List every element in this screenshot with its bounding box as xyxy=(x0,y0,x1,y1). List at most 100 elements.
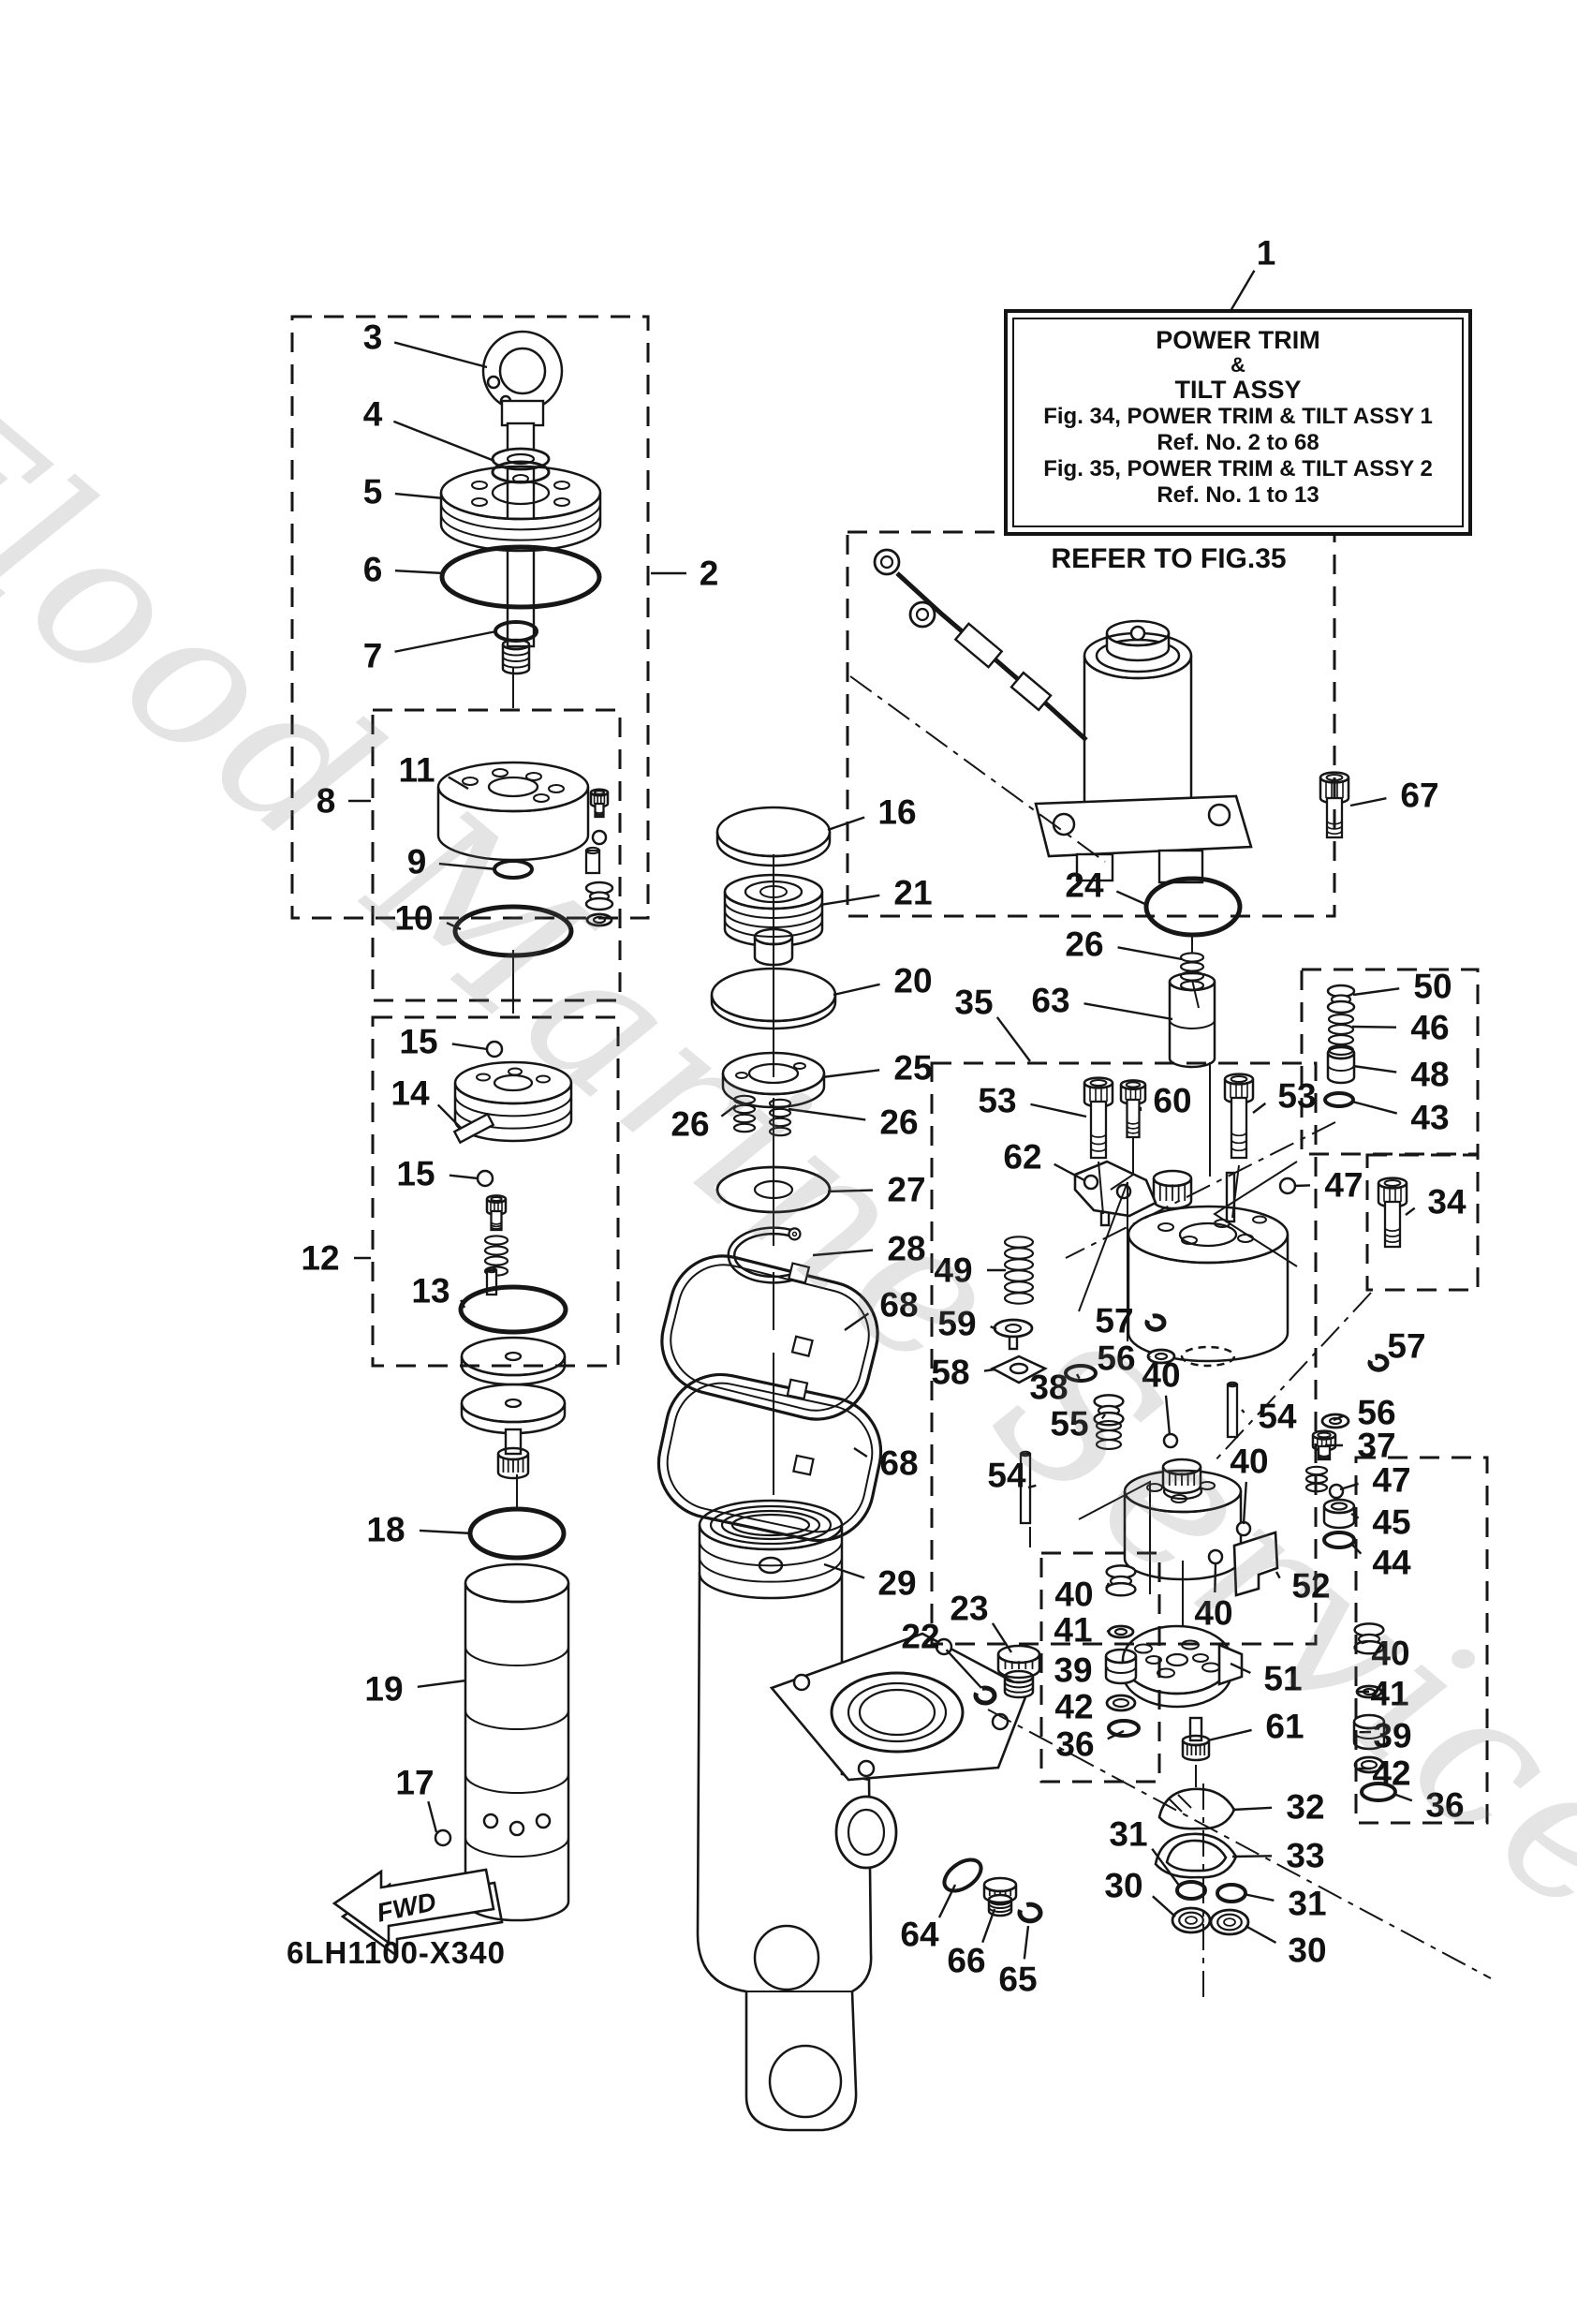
group-box-group-34 xyxy=(1365,1153,1480,1292)
part-motor-base-hole-a xyxy=(1052,812,1076,836)
callout-64-group: 64 xyxy=(900,1884,957,1954)
leader-line-1-0 xyxy=(1229,270,1256,312)
callout-39-label: 39 xyxy=(1054,1651,1092,1690)
leader-line-47-59 xyxy=(1293,1184,1311,1188)
callout-45-group: 45 xyxy=(1350,1503,1411,1542)
callout-7-group: 7 xyxy=(363,629,497,675)
callout-10-group: 10 xyxy=(394,899,462,938)
callout-6-group: 6 xyxy=(363,551,445,589)
part-ball-15a xyxy=(485,1040,504,1058)
leader-line-9-8 xyxy=(438,862,497,871)
part-grommet-50 xyxy=(1326,984,1356,1014)
part-motor-lower-b xyxy=(1157,849,1204,884)
leader-line-30-33 xyxy=(1245,1924,1277,1944)
centerline-0 xyxy=(1065,1121,1336,1259)
callout-41-label: 41 xyxy=(1370,1675,1408,1713)
callout-65-label: 65 xyxy=(998,1961,1037,1999)
leader-line-38-43 xyxy=(1075,1373,1081,1380)
part-rod-neck xyxy=(500,399,545,427)
callout-59-group: 59 xyxy=(937,1305,997,1343)
part-oring-36L xyxy=(1107,1719,1141,1738)
callout-34-group: 34 xyxy=(1405,1183,1466,1221)
callout-50-label: 50 xyxy=(1413,968,1452,1006)
part-oring-36R xyxy=(1360,1782,1397,1802)
part-pump-plate-51 xyxy=(1121,1624,1233,1709)
callout-3-group: 3 xyxy=(363,318,488,369)
callout-26-group: 26 xyxy=(671,1104,737,1144)
callout-32-label: 32 xyxy=(1286,1788,1324,1827)
part-oring-13 xyxy=(458,1284,568,1335)
callout-51-label: 51 xyxy=(1263,1660,1302,1698)
leader-line-14-13 xyxy=(436,1103,462,1129)
part-valve-seat-8 xyxy=(584,881,614,911)
callout-31-label: 31 xyxy=(1288,1885,1326,1923)
leader-line-63-80 xyxy=(1083,1002,1173,1021)
callout-28-label: 28 xyxy=(887,1230,925,1268)
group-box-refer-fig35 xyxy=(846,530,1336,918)
leader-line-3-2 xyxy=(393,341,488,369)
callout-52-label: 52 xyxy=(1291,1567,1330,1606)
part-bolt-61-head xyxy=(1181,1734,1211,1762)
part-oring-24 xyxy=(1143,876,1243,938)
part-spring-55 xyxy=(1095,1419,1123,1451)
callout-66-group: 66 xyxy=(947,1908,996,1980)
part-oring-10 xyxy=(452,904,574,958)
callout-57-group: 57 xyxy=(1095,1302,1150,1340)
part-valve-59 xyxy=(993,1318,1034,1339)
callout-39-group: 39 xyxy=(1359,1717,1412,1755)
callout-68-group: 68 xyxy=(853,1444,919,1483)
callout-49-group: 49 xyxy=(934,1251,1006,1290)
callout-18-label: 18 xyxy=(366,1511,405,1549)
leader-line-30-32 xyxy=(1152,1895,1176,1917)
part-grommet-40L xyxy=(1105,1564,1137,1597)
part-collar-thread-3 xyxy=(730,1513,811,1537)
callout-54-label: 54 xyxy=(1258,1398,1297,1436)
part-valve-39L xyxy=(1104,1648,1138,1685)
leader-line-11-10 xyxy=(448,776,469,791)
callout-5-label: 5 xyxy=(363,473,383,511)
part-rod-end-hole-a xyxy=(486,375,501,390)
leader-line-25-25 xyxy=(821,1069,880,1079)
part-valve-45 xyxy=(1322,1498,1356,1530)
callout-39-label: 39 xyxy=(1373,1717,1411,1755)
callout-22-label: 22 xyxy=(901,1618,939,1656)
callout-15-group: 15 xyxy=(396,1155,479,1193)
callout-6-label: 6 xyxy=(363,551,383,589)
part-cylinder-19 xyxy=(464,1562,570,1922)
callout-48-label: 48 xyxy=(1410,1056,1449,1094)
leader-line-26-28 xyxy=(1117,946,1183,961)
leader-line-44-56 xyxy=(1350,1543,1363,1555)
part-oring-38 xyxy=(1064,1364,1098,1383)
callout-36-label: 36 xyxy=(1055,1725,1094,1764)
part-clip-65 xyxy=(1017,1902,1043,1924)
callout-47-label: 47 xyxy=(1372,1461,1410,1500)
part-screw-17 xyxy=(434,1828,452,1847)
part-pin-54a xyxy=(1019,1450,1032,1525)
part-seat-58-hole xyxy=(1009,1362,1029,1375)
callout-23-group: 23 xyxy=(950,1590,1013,1653)
leader-line-68-85 xyxy=(844,1312,870,1331)
callout-63-group: 63 xyxy=(1031,982,1173,1021)
callout-5-group: 5 xyxy=(363,473,445,511)
callout-9-group: 9 xyxy=(407,843,497,881)
callout-58-group: 58 xyxy=(931,1354,995,1392)
part-anode-32 xyxy=(1157,1787,1236,1830)
part-reservoir-63 xyxy=(1168,971,1216,1069)
part-gasket-68a xyxy=(660,1254,879,1421)
callout-12-label: 12 xyxy=(301,1239,339,1278)
aux-line-19 xyxy=(1078,1480,1151,1594)
part-valve-washer-8 xyxy=(585,912,613,927)
part-clip-57b xyxy=(1367,1354,1390,1372)
centerline-1 xyxy=(1212,1292,1372,1464)
callout-40-label: 40 xyxy=(1054,1576,1093,1614)
callout-36-group: 36 xyxy=(1055,1725,1125,1764)
part-hole-19a xyxy=(482,1813,499,1829)
part-pin-54b xyxy=(1226,1381,1239,1439)
callout-38-label: 38 xyxy=(1029,1369,1068,1407)
callout-68-label: 68 xyxy=(879,1286,918,1325)
part-washer-41L xyxy=(1107,1624,1135,1639)
leader-line-19-19 xyxy=(417,1679,467,1688)
part-joint-plate-52 xyxy=(1232,1531,1279,1597)
leader-line-13-12 xyxy=(460,1299,466,1309)
part-foot-hole-a xyxy=(753,1924,820,1991)
